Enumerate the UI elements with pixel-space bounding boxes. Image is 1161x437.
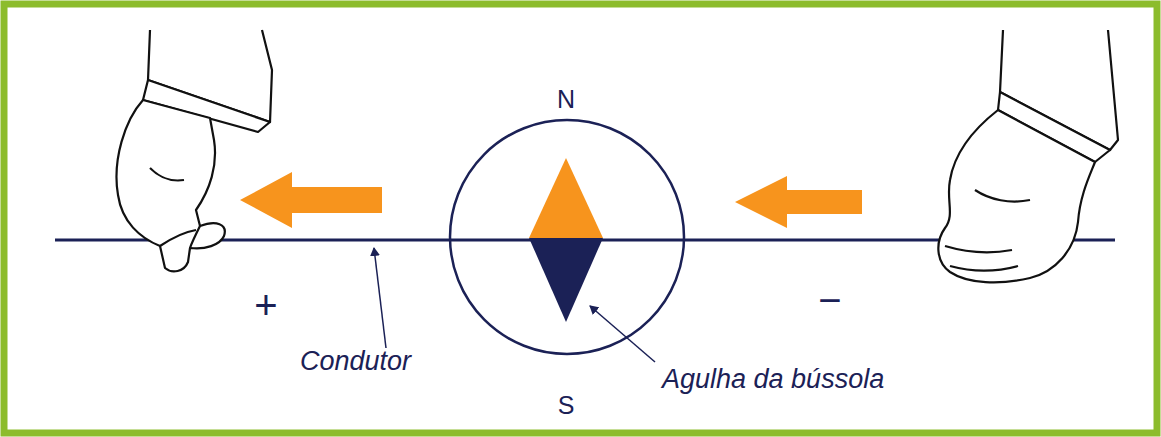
- leader-line: [374, 248, 386, 348]
- needle-north: [529, 158, 603, 238]
- compass-south-label: S: [558, 392, 575, 420]
- right-hand: [938, 30, 1118, 282]
- frame-border: [4, 4, 1157, 433]
- compass-north-label: N: [557, 86, 575, 114]
- polarity-label: −: [818, 278, 841, 322]
- part-label: Agulha da bússola: [662, 365, 884, 395]
- part-label: Condutor: [300, 347, 411, 377]
- left-hand: [117, 30, 272, 271]
- needle-south: [529, 238, 603, 322]
- leader-line: [590, 306, 655, 362]
- compass-dial: [450, 120, 684, 354]
- polarity-label: +: [254, 283, 277, 327]
- current-arrow: [240, 172, 382, 228]
- current-arrow: [735, 176, 862, 228]
